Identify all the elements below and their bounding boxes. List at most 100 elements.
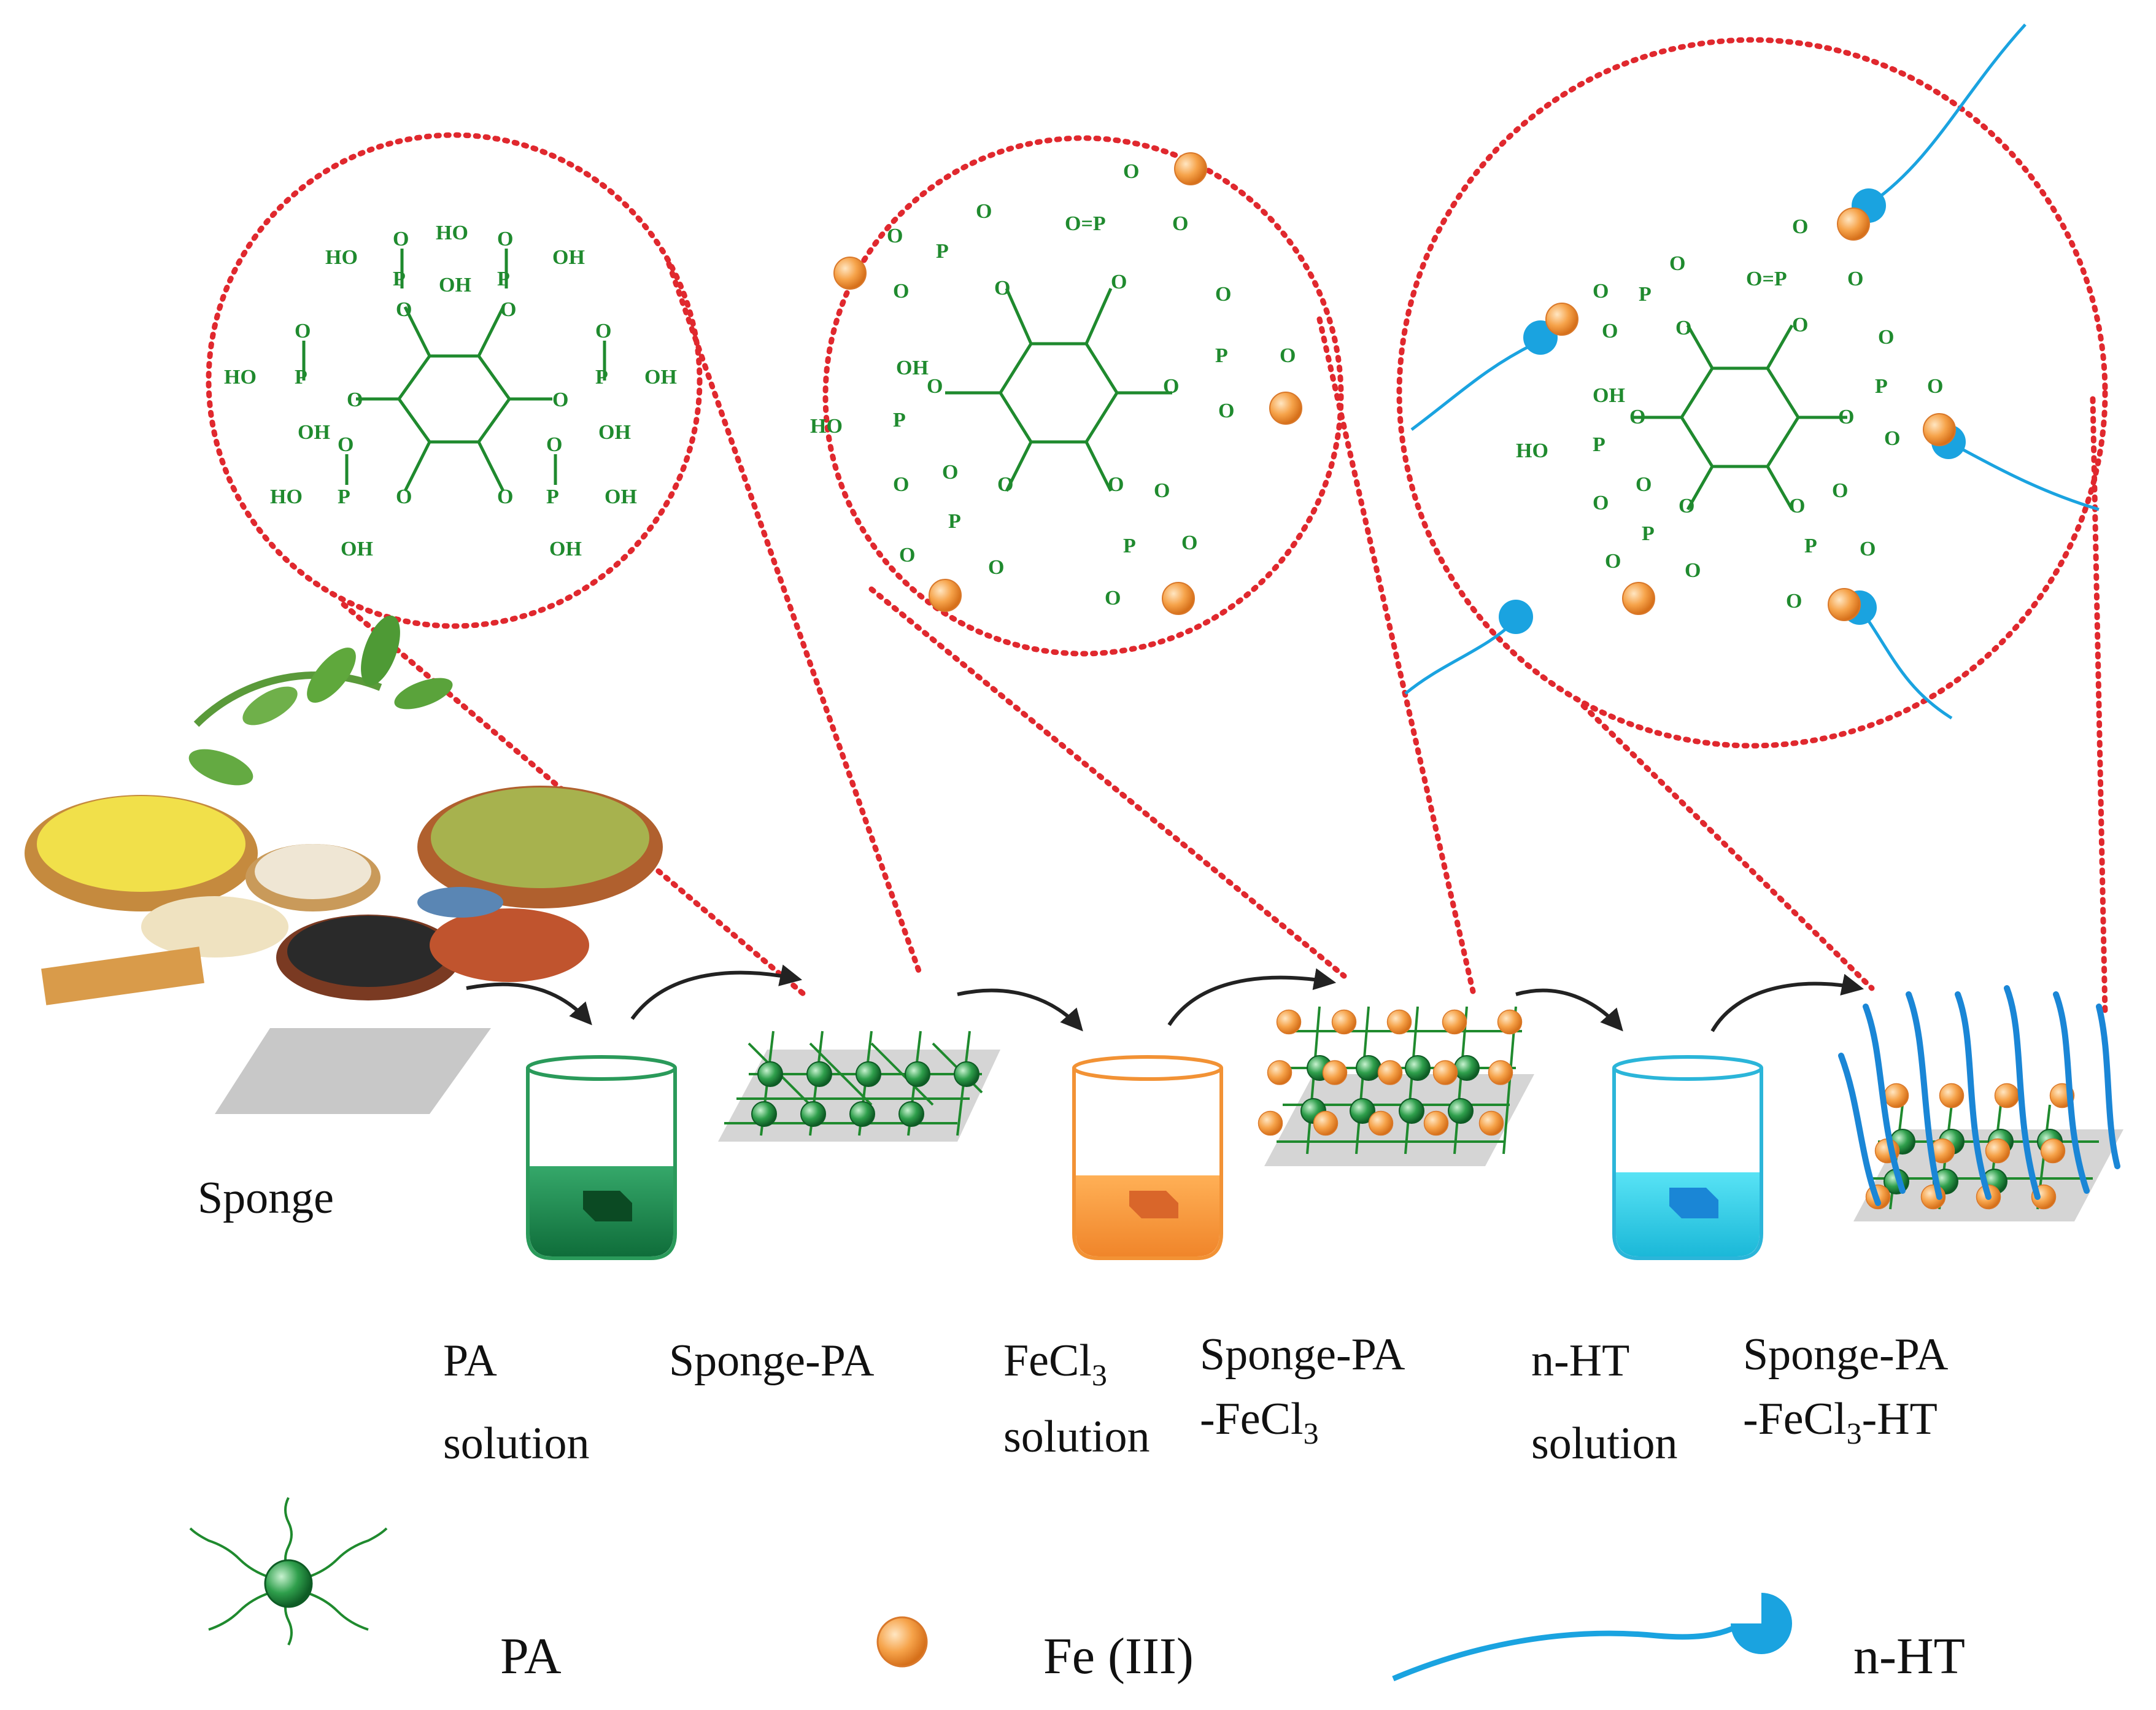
svg-text:O: O (1847, 268, 1863, 290)
svg-text:O: O (1789, 495, 1805, 517)
label-sponge-pa-fecl3-ht-line1: Sponge-PA (1743, 1329, 1949, 1380)
svg-text:O: O (1605, 550, 1621, 573)
svg-text:P: P (948, 510, 961, 533)
svg-text:O: O (1792, 215, 1808, 238)
svg-text:O: O (893, 280, 909, 303)
svg-text:O: O (887, 225, 903, 247)
zoom-circle-pa (206, 132, 924, 997)
svg-text:O: O (988, 556, 1004, 579)
svg-text:O: O (927, 375, 943, 398)
svg-text:P: P (497, 268, 510, 290)
svg-text:P: P (595, 366, 608, 389)
label-pa-solution: PA solution (443, 1335, 589, 1470)
svg-text:O: O (994, 277, 1010, 300)
svg-text:O: O (1878, 326, 1894, 349)
svg-text:O: O (1792, 314, 1808, 336)
svg-text:O: O (1280, 344, 1296, 367)
svg-text:O: O (1154, 479, 1170, 502)
pa-fe-molecule (945, 287, 1172, 492)
svg-text:O: O (396, 486, 412, 508)
sponge-pa-fecl3-ht-network (1838, 985, 2123, 1221)
svg-text:OH: OH (341, 538, 373, 560)
label-fecl3-solution: FeCl3 solution (1003, 1335, 1149, 1463)
sponge-pa-network (718, 1031, 1000, 1142)
svg-text:P: P (893, 409, 906, 431)
svg-text:HO: HO (810, 415, 843, 438)
svg-text:O: O (1675, 317, 1691, 339)
svg-text:O: O (497, 486, 513, 508)
svg-text:HO: HO (224, 366, 257, 389)
sponge-pa-fecl3-network (1258, 1006, 1534, 1166)
svg-text:P: P (1639, 283, 1652, 306)
label-sponge-pa-fecl3: Sponge-PA -FeCl3 (1200, 1329, 1405, 1451)
svg-text:O: O (347, 389, 363, 411)
svg-text:O: O (295, 320, 311, 342)
svg-text:O: O (942, 461, 958, 484)
svg-text:O: O (899, 544, 915, 567)
svg-text:P: P (393, 268, 406, 290)
zoom-circle-ht (1396, 37, 2108, 1016)
svg-text:O: O (997, 473, 1013, 496)
svg-text:OH: OH (298, 421, 330, 444)
svg-text:P: P (546, 486, 559, 508)
svg-text:O: O (1123, 160, 1139, 183)
label-pa-solution-line2: solution (443, 1418, 590, 1469)
legend-label-nht: n-HT (1853, 1628, 1965, 1685)
beaker-icon (1612, 1055, 1763, 1260)
svg-text:O: O (1884, 427, 1900, 450)
svg-text:HO: HO (1516, 439, 1548, 462)
svg-text:P: P (338, 486, 350, 508)
svg-text:OH: OH (552, 246, 585, 269)
svg-text:O: O (497, 228, 513, 250)
svg-text:O: O (1593, 280, 1609, 303)
svg-text:O: O (1602, 320, 1618, 342)
pa-fe-labels: P O O O O O=P O O O P O O O O OH O P HO … (810, 152, 1302, 615)
ht-heads (1499, 188, 1966, 634)
legend-label-fe: Fe (III) (1043, 1628, 1194, 1685)
legend-nht-icon (1392, 1593, 1792, 1682)
svg-text:O: O (1629, 406, 1645, 428)
label-sponge-pa-fecl3-ht-line2: -FeCl3-HT (1743, 1394, 1938, 1450)
label-fecl3-solution-line1: FeCl3 (1003, 1336, 1107, 1392)
beaker-icon (526, 1055, 677, 1260)
svg-text:O: O (1679, 495, 1694, 517)
svg-text:O: O (1685, 559, 1701, 582)
svg-text:O: O (1218, 400, 1234, 422)
legend-pa-icon (189, 1497, 388, 1646)
svg-text:O: O (595, 320, 611, 342)
svg-text:P: P (295, 366, 307, 389)
label-nht-solution-line2: solution (1531, 1418, 1678, 1469)
pa-fe-ht-molecule (1632, 324, 1847, 511)
legend-fe-icon (876, 1616, 928, 1668)
svg-text:OH: OH (605, 486, 637, 508)
grain-bowls-illustration (25, 615, 663, 1005)
svg-text:O: O (1163, 375, 1179, 398)
svg-text:O: O (1215, 283, 1231, 306)
svg-text:O: O (546, 433, 562, 456)
svg-text:P: P (1642, 522, 1655, 545)
svg-text:P: P (936, 240, 949, 263)
svg-text:OH: OH (598, 421, 631, 444)
svg-text:O: O (976, 200, 992, 223)
svg-text:O: O (393, 228, 409, 250)
svg-text:OH: OH (439, 274, 471, 296)
svg-text:O: O (1927, 375, 1943, 398)
svg-text:O: O (396, 298, 412, 321)
svg-text:OH: OH (644, 366, 677, 389)
svg-text:O: O (1593, 492, 1609, 514)
label-fecl3-solution-line2: solution (1003, 1412, 1150, 1463)
label-pa-solution-line1: PA (443, 1336, 497, 1386)
svg-text:O: O (338, 433, 354, 456)
svg-text:O: O (1105, 587, 1121, 609)
svg-text:O: O (1108, 473, 1124, 496)
label-sponge-pa-fecl3-line2: -FeCl3 (1200, 1394, 1319, 1450)
svg-text:P: P (1593, 433, 1605, 456)
svg-text:O: O (500, 298, 516, 321)
svg-text:O=P: O=P (1746, 268, 1787, 290)
zoom-circle-fe (822, 135, 1476, 994)
ht-chains (1404, 23, 2100, 720)
label-nht-solution-line1: n-HT (1531, 1336, 1630, 1386)
svg-text:P: P (1215, 344, 1228, 367)
svg-text:O: O (1636, 473, 1652, 496)
